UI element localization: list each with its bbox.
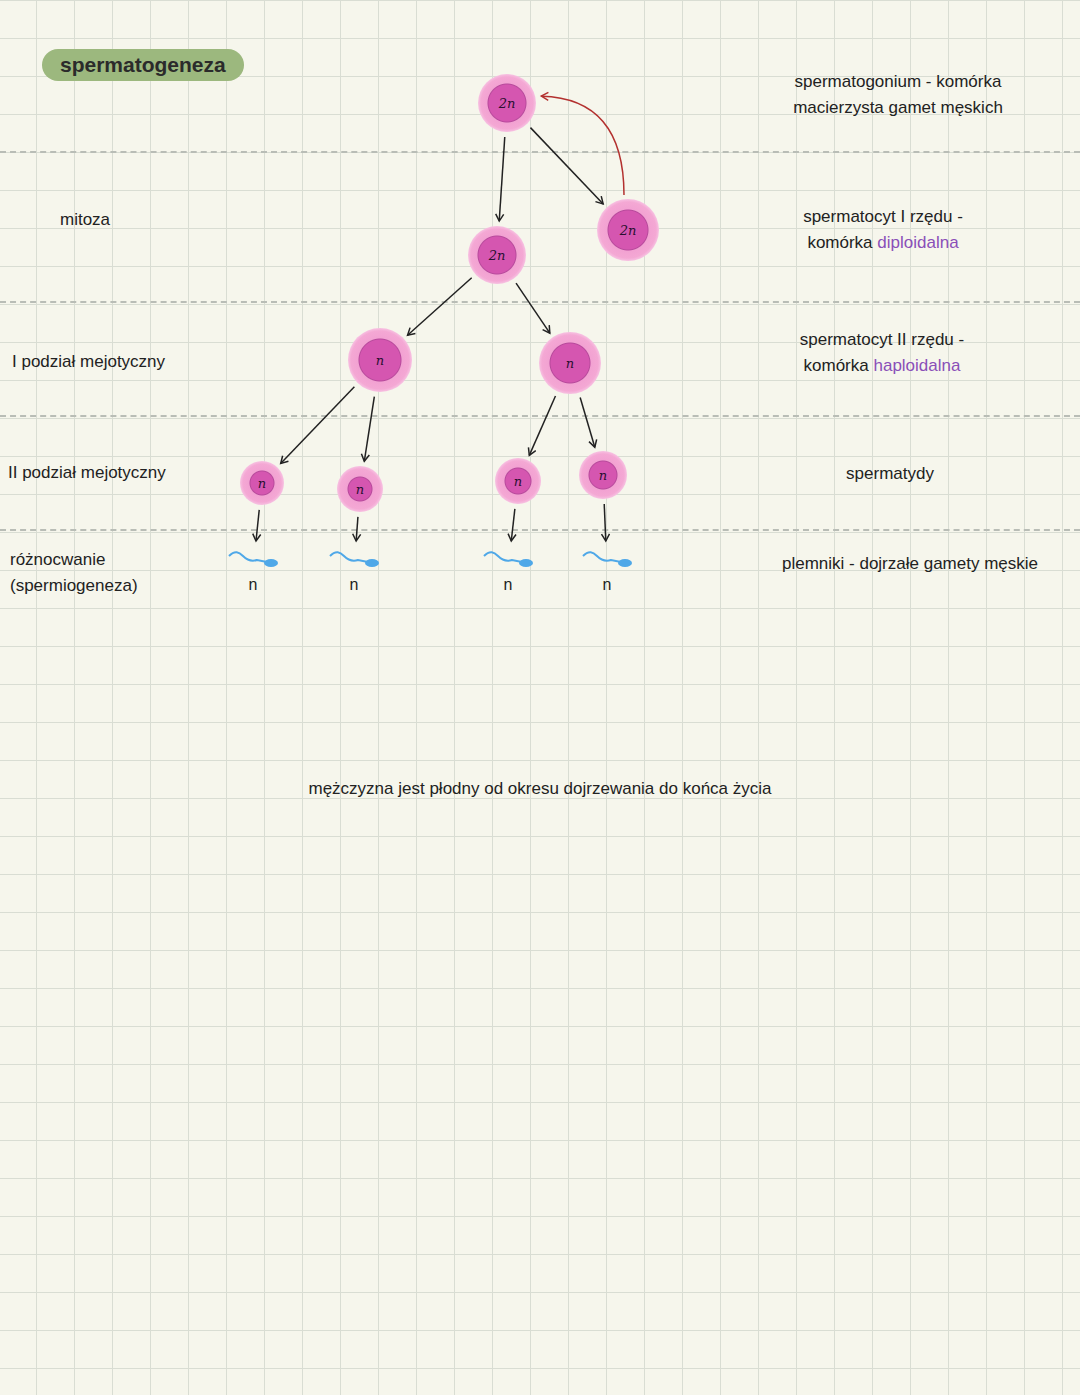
sperm-illustration xyxy=(223,546,283,574)
stage-description-part: diploidalna xyxy=(877,233,958,252)
stage-description: spermatocyt I rzędu - komórka diploidaln… xyxy=(778,204,988,256)
stage-description: spermatogonium - komórka macierzysta gam… xyxy=(778,69,1018,121)
cell-circle: n xyxy=(348,328,412,392)
stage-description: spermatydy xyxy=(800,461,980,487)
sperm-cell: n xyxy=(478,546,538,594)
division-arrow xyxy=(516,283,550,333)
division-arrow xyxy=(604,504,606,541)
cell-circle: n xyxy=(337,466,383,512)
sperm-cell: n xyxy=(223,546,283,594)
cell-ploidy: n xyxy=(514,474,522,489)
division-arrow xyxy=(530,128,603,204)
divider-line xyxy=(0,415,1080,417)
sperm-cell: n xyxy=(577,546,637,594)
row-label: mitoza xyxy=(60,207,260,233)
sperm-illustration xyxy=(478,546,538,574)
stage-description: plemniki - dojrzałe gamety męskie xyxy=(750,551,1070,577)
cell-circle: n xyxy=(240,461,284,505)
divider-line xyxy=(0,301,1080,303)
divider-line xyxy=(0,529,1080,531)
divider-line xyxy=(0,151,1080,153)
cell-ploidy: n xyxy=(566,356,574,371)
division-arrow xyxy=(529,396,555,455)
cell-circle: n xyxy=(579,451,627,499)
cell-ploidy: n xyxy=(577,576,637,594)
cell-ploidy: n xyxy=(356,482,364,497)
division-arrow xyxy=(256,510,259,541)
sperm-cell: n xyxy=(324,546,384,594)
cell-ploidy: n xyxy=(258,476,266,491)
cell-ploidy: 2n xyxy=(620,223,637,238)
diagram-title: spermatogeneza xyxy=(42,49,244,81)
division-arrow xyxy=(356,517,358,541)
row-label: II podział mejotyczny xyxy=(8,460,228,486)
division-arrow xyxy=(281,387,355,464)
cell-circle: n xyxy=(495,458,541,504)
division-arrow xyxy=(364,397,374,462)
stage-description-part: haploidalna xyxy=(873,356,960,375)
cell-ploidy: n xyxy=(223,576,283,594)
division-arrow xyxy=(580,398,595,448)
cell-circle: n xyxy=(539,332,601,394)
cell-ploidy: n xyxy=(324,576,384,594)
cell-ploidy: n xyxy=(599,468,607,483)
division-arrow xyxy=(499,137,505,221)
division-arrow xyxy=(511,509,515,541)
cell-ploidy: 2n xyxy=(489,248,506,263)
cell-circle: 2n xyxy=(478,74,536,132)
cell-circle: 2n xyxy=(468,226,526,284)
cell-ploidy: 2n xyxy=(499,96,516,111)
sperm-illustration xyxy=(577,546,637,574)
return-arrow xyxy=(541,96,624,195)
cell-circle: 2n xyxy=(597,199,659,261)
row-label: I podział mejotyczny xyxy=(12,349,232,375)
stage-description: mężczyzna jest płodny od okresu dojrzewa… xyxy=(240,776,840,802)
cell-ploidy: n xyxy=(376,353,384,368)
sperm-illustration xyxy=(324,546,384,574)
row-label: różnocwanie (spermiogeneza) xyxy=(10,547,160,599)
cell-ploidy: n xyxy=(478,576,538,594)
division-arrow xyxy=(408,278,472,336)
stage-description: spermatocyt II rzędu - komórka haploidal… xyxy=(772,327,992,379)
